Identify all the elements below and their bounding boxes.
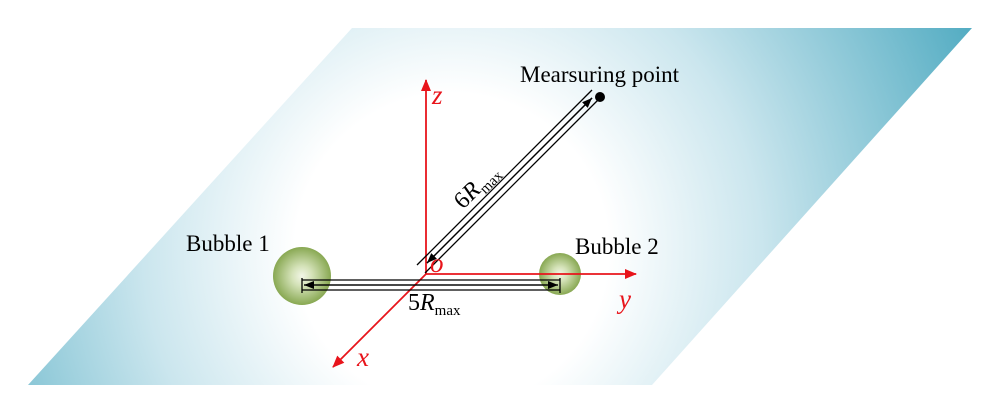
z-axis-label: z	[431, 80, 443, 110]
distance-5rmax-label: 5Rmax	[408, 290, 461, 319]
bubble-2-label: Bubble 2	[575, 234, 659, 259]
bubble-1-label: Bubble 1	[186, 231, 270, 256]
ground-plane	[28, 28, 972, 385]
measuring-point-label: Mearsuring point	[520, 62, 680, 87]
origin-label: o	[430, 248, 444, 278]
dist5-var: R	[419, 290, 435, 316]
y-axis-label: y	[616, 284, 631, 314]
x-axis-label: x	[356, 342, 369, 372]
measuring-point	[595, 92, 605, 102]
distance-6rmax	[416, 89, 601, 274]
arrow-to-origin	[426, 97, 593, 264]
dist5-sub: max	[435, 303, 461, 319]
bubble-1	[273, 247, 331, 305]
dist5-coef: 5	[408, 290, 420, 316]
distance-5rmax	[301, 278, 561, 293]
